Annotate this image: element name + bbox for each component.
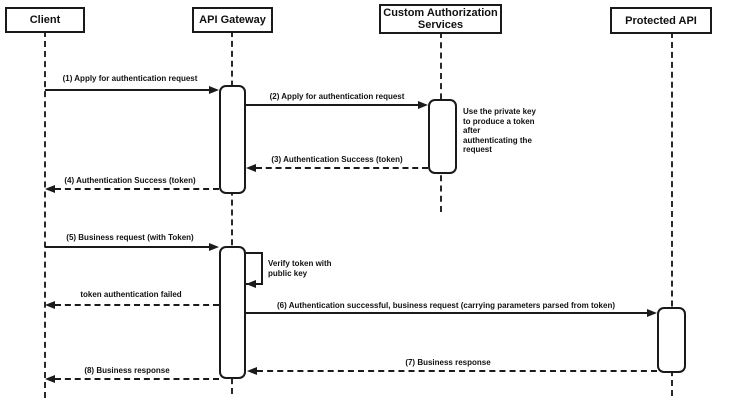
- message-3-label: (3) Authentication Success (token): [271, 155, 403, 164]
- activation-api-gateway-auth: [219, 85, 246, 194]
- message-1-label: (1) Apply for authentication request: [62, 74, 198, 83]
- message-2-label: (2) Apply for authentication request: [269, 92, 405, 101]
- arrowhead-5-right-icon: [209, 243, 219, 251]
- message-5-label: (5) Business request (with Token): [66, 233, 194, 242]
- self-message-label: Verify token with public key: [268, 259, 332, 278]
- message-7-line: [257, 370, 657, 372]
- message-failed-label: token authentication failed: [80, 290, 182, 299]
- arrowhead-8-left-icon: [45, 375, 55, 383]
- message-8-label: (8) Business response: [84, 366, 170, 375]
- arrowhead-6-right-icon: [647, 309, 657, 317]
- note-private-key: Use the private key to produce a token a…: [463, 107, 536, 154]
- arrowhead-failed-left-icon: [45, 301, 55, 309]
- lifeline-api-gateway: [231, 31, 233, 394]
- activation-api-gateway-business: [219, 246, 246, 379]
- participant-api-gateway: API Gateway: [192, 7, 273, 33]
- message-3-line: [256, 167, 428, 169]
- message-4-line: [55, 188, 219, 190]
- participant-client: Client: [5, 7, 85, 33]
- lifeline-client: [44, 31, 46, 398]
- arrowhead-7-left-icon: [247, 367, 257, 375]
- arrowhead-self-left-icon: [246, 280, 256, 288]
- activation-protected-api: [657, 307, 686, 373]
- lifeline-protected-api: [671, 32, 673, 396]
- participant-custom-authorization-services: Custom Authorization Services: [379, 4, 502, 34]
- message-failed-line: [55, 304, 219, 306]
- message-7-label: (7) Business response: [405, 358, 491, 367]
- arrowhead-1-right-icon: [209, 86, 219, 94]
- arrowhead-3-left-icon: [246, 164, 256, 172]
- arrowhead-2-right-icon: [418, 101, 428, 109]
- arrowhead-4-left-icon: [45, 185, 55, 193]
- message-8-line: [55, 378, 219, 380]
- message-5-line: [45, 246, 211, 248]
- message-4-label: (4) Authentication Success (token): [64, 176, 196, 185]
- message-2-line: [246, 104, 420, 106]
- message-1-line: [45, 89, 211, 91]
- message-6-line: [246, 312, 649, 314]
- participant-protected-api: Protected API: [610, 7, 712, 34]
- message-6-label: (6) Authentication successful, business …: [276, 301, 616, 310]
- activation-custom-authorization: [428, 99, 457, 174]
